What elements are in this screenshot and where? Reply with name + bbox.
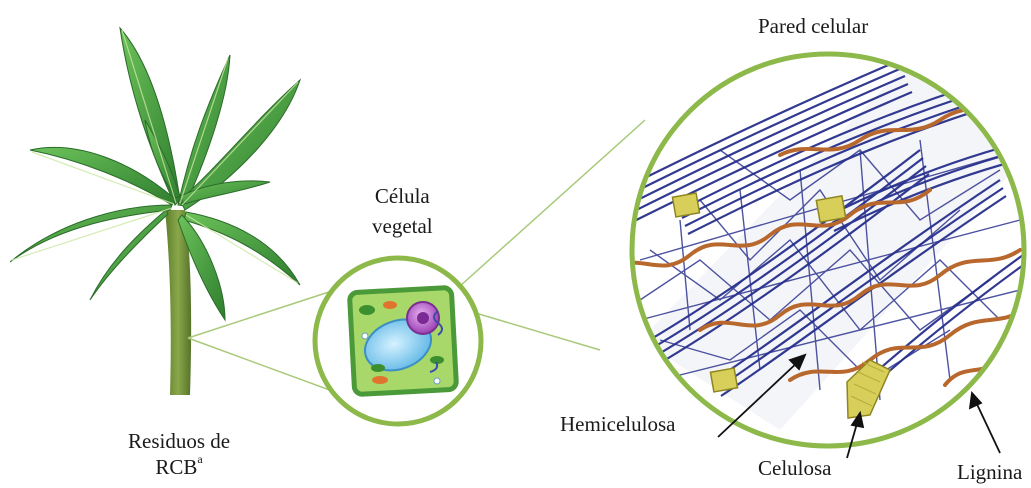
label-pared-celular: Pared celular [758, 13, 868, 39]
label-residuos: Residuos de RCBa [128, 428, 230, 481]
label-residuos-line2: RCBa [128, 454, 230, 480]
banana-plant-illustration [10, 28, 300, 395]
chloroplast [371, 364, 385, 372]
label-rcb: RCB [155, 455, 197, 479]
label-celula-line1: Célula [372, 183, 433, 209]
label-celulosa: Celulosa [758, 455, 832, 481]
mitochondrion [372, 376, 388, 384]
lignina-arrow [975, 400, 1000, 453]
banana-leaves [10, 28, 300, 320]
label-pared-celular-text: Pared celular [758, 14, 868, 38]
nucleolus [417, 312, 429, 324]
mitochondrion [383, 301, 397, 309]
label-celula-vegetal: Célula vegetal [372, 183, 433, 240]
label-celula-line2: vegetal [372, 213, 433, 239]
chloroplast [359, 305, 375, 315]
label-lignina: Lignina [957, 459, 1022, 485]
label-residuos-line1: Residuos de [128, 428, 230, 454]
label-hemicelulosa-text: Hemicelulosa [560, 412, 675, 436]
label-hemicelulosa: Hemicelulosa [560, 411, 675, 437]
lignina-arrowhead [970, 393, 981, 408]
label-lignina-text: Lignina [957, 460, 1022, 484]
cell-wall-circle [550, 40, 1031, 446]
label-celulosa-text: Celulosa [758, 456, 832, 480]
plant-cell-circle [315, 258, 481, 424]
label-rcb-superscript: a [197, 452, 202, 466]
